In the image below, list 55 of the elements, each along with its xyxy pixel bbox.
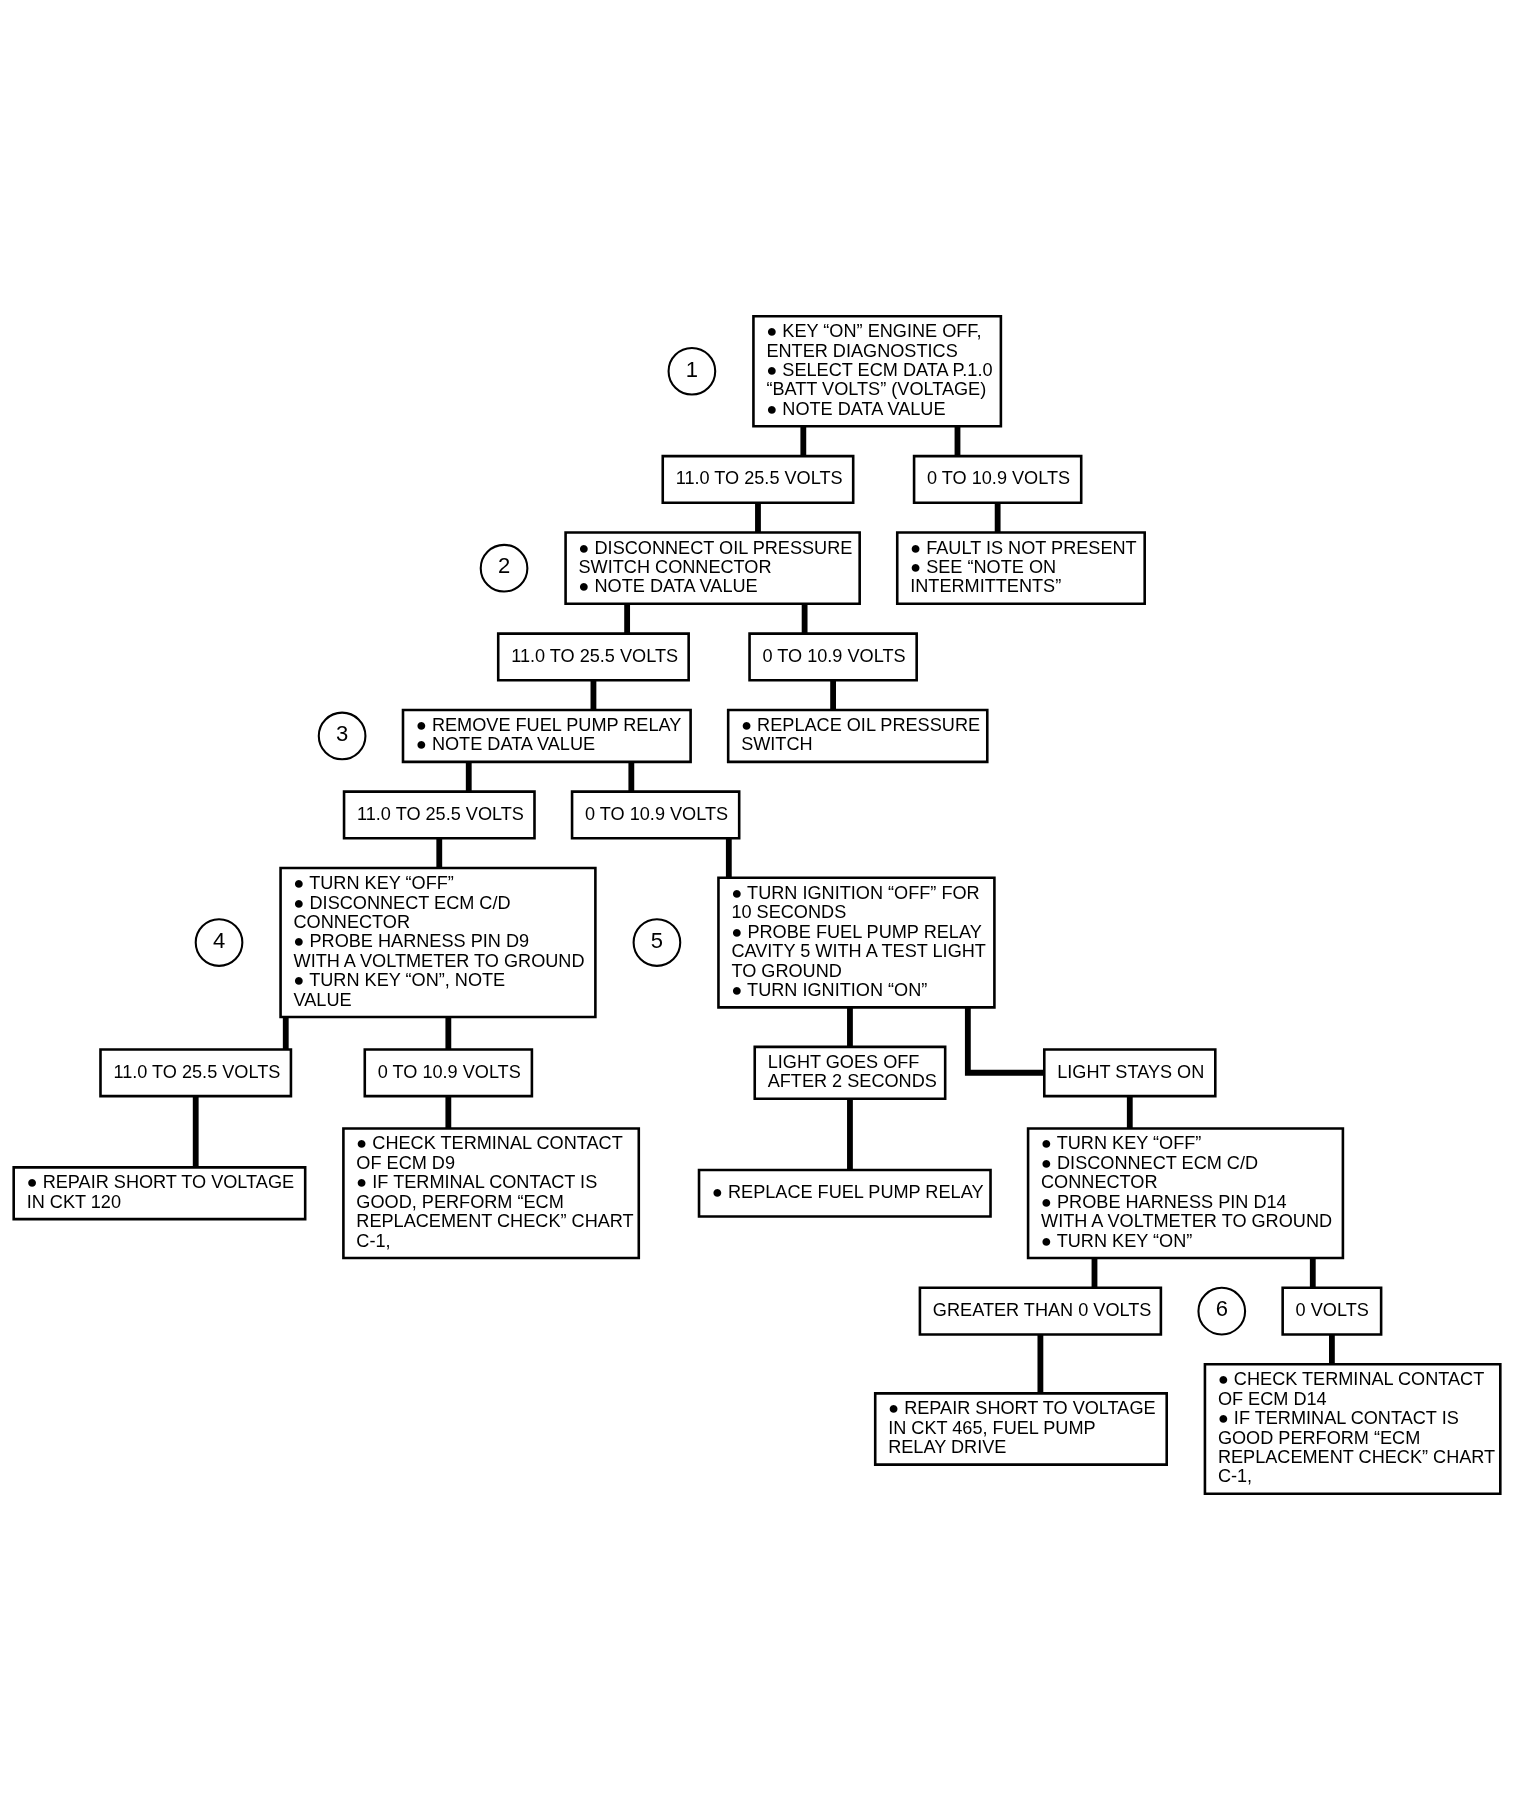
node-box: 0 TO 10.9 VOLTS xyxy=(363,1047,534,1097)
connector xyxy=(1126,1096,1133,1128)
connector xyxy=(624,603,631,633)
connector xyxy=(465,761,472,791)
node-box: ● DISCONNECT OIL PRESSURE SWITCH CONNECTOR ● NOTE DATA VALUE xyxy=(564,530,861,605)
connector xyxy=(1091,1257,1098,1287)
node-box: ● TURN IGNITION “OFF” FOR 10 SECONDS ● PROBE FUEL PUMP RELAY CAVITY 5 WITH A TEST LIGHT TO GROUND ● TURN IGNITION “ON” xyxy=(717,876,996,1009)
node-box: ● REMOVE FUEL PUMP RELAY ● NOTE DATA VALUE xyxy=(401,708,692,763)
node-box: ● KEY “ON” ENGINE OFF, ENTER DIAGNOSTICS ● SELECT ECM DATA P.1.0 “BATT VOLTS” (VOLTAGE) ● NOTE DATA VALUE xyxy=(752,314,1003,428)
node-box: ● CHECK TERMINAL CONTACT OF ECM D14 ● IF TERMINAL CONTACT IS GOOD PERFORM “ECM REPLACEMENT CHECK” CHART C-1, xyxy=(1203,1362,1502,1495)
node-box: ● REPAIR SHORT TO VOLTAGE IN CKT 465, FUEL PUMP RELAY DRIVE xyxy=(873,1391,1168,1466)
connector xyxy=(954,426,961,456)
node-box: GREATER THAN 0 VOLTS xyxy=(918,1286,1163,1336)
connector xyxy=(847,1007,853,1046)
node-box: 11.0 TO 25.5 VOLTS xyxy=(661,454,855,504)
connector xyxy=(590,680,597,709)
connector xyxy=(1328,1334,1335,1364)
connector xyxy=(1037,1334,1044,1393)
connector xyxy=(847,1098,853,1170)
node-box: LIGHT STAYS ON xyxy=(1043,1047,1217,1097)
node-circle: 6 xyxy=(1197,1286,1247,1335)
node-box: ● REPAIR SHORT TO VOLTAGE IN CKT 120 xyxy=(12,1165,307,1220)
node-box: ● CHECK TERMINAL CONTACT OF ECM D9 ● IF TERMINAL CONTACT IS GOOD, PERFORM “ECM REPLACEMENT CHECK” CHART C-1, xyxy=(342,1126,641,1259)
connector xyxy=(192,1096,199,1167)
connector xyxy=(282,1016,289,1049)
connector xyxy=(1309,1257,1316,1287)
connector xyxy=(445,1016,452,1049)
node-box: ● REPLACE OIL PRESSURE SWITCH xyxy=(726,708,989,763)
connector xyxy=(628,761,635,791)
connector xyxy=(964,1007,1045,1076)
node-circle: 2 xyxy=(479,543,529,592)
node-circle: 4 xyxy=(194,917,244,967)
node-box: 0 VOLTS xyxy=(1281,1286,1383,1336)
connector xyxy=(801,603,808,633)
node-box: 11.0 TO 25.5 VOLTS xyxy=(99,1047,293,1097)
connector xyxy=(755,502,761,532)
node-box: ● TURN KEY “OFF” ● DISCONNECT ECM C/D CONNECTOR ● PROBE HARNESS PIN D9 WITH A VOLTMETER TO GROUND ● TURN KEY “ON”, NOTE VALUE xyxy=(279,866,597,1018)
connector xyxy=(725,837,732,878)
node-box: LIGHT GOES OFF AFTER 2 SECONDS xyxy=(753,1045,947,1100)
node-circle: 1 xyxy=(667,346,717,396)
node-box: ● FAULT IS NOT PRESENT ● SEE “NOTE ON INTERMITTENTS” xyxy=(895,530,1146,605)
connector xyxy=(994,502,1001,532)
connector xyxy=(830,680,837,709)
node-box: 11.0 TO 25.5 VOLTS xyxy=(496,631,690,682)
connector xyxy=(800,426,807,456)
node-circle: 3 xyxy=(317,711,367,760)
connector xyxy=(445,1096,452,1128)
node-box: 0 TO 10.9 VOLTS xyxy=(570,789,741,840)
node-box: 0 TO 10.9 VOLTS xyxy=(748,631,918,682)
node-box: 0 TO 10.9 VOLTS xyxy=(912,454,1083,504)
connector xyxy=(436,837,443,868)
node-box: 11.0 TO 25.5 VOLTS xyxy=(342,789,536,840)
node-circle: 5 xyxy=(632,917,682,967)
node-box: ● REPLACE FUEL PUMP RELAY xyxy=(697,1168,992,1218)
node-box: ● TURN KEY “OFF” ● DISCONNECT ECM C/D CONNECTOR ● PROBE HARNESS PIN D14 WITH A VOLTMETER TO GROUND ● TURN KEY “ON” xyxy=(1026,1126,1345,1259)
